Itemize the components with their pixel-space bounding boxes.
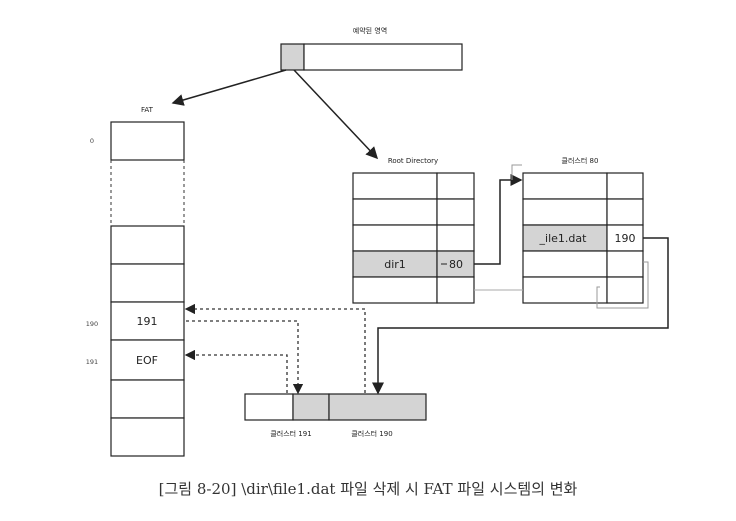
root-row-3-name <box>352 224 438 252</box>
c80-row-5-cluster <box>606 276 644 304</box>
fat-diagram: 예약된 영역 FAT 0 190 191 191 EOF Root Direct… <box>86 26 669 457</box>
data-cluster-191 <box>292 393 330 421</box>
c80-row-file-cluster <box>606 224 644 252</box>
fat-index-191: 191 <box>86 358 98 366</box>
cluster-80-table: 클러스터 80 _ile1.dat 190 <box>522 156 644 304</box>
c80-row-4-name <box>522 250 608 278</box>
root-row-2-cluster <box>436 198 475 226</box>
arrow-to-root-directory <box>293 69 379 160</box>
c80-row-2-cluster <box>606 198 644 226</box>
root-directory-table: Root Directory dir1 80 <box>352 157 475 304</box>
data-cluster-bar: 클러스터 191 클러스터 190 <box>244 393 427 438</box>
cluster-190-label: 클러스터 190 <box>351 429 392 438</box>
fat-label: FAT <box>141 106 154 114</box>
dashed-fat190-to-cluster191 <box>186 320 304 395</box>
reserved-area: 예약된 영역 <box>280 26 463 71</box>
arrow-dir1-to-cluster80 <box>474 174 523 265</box>
fat-value-190: 191 <box>137 315 158 328</box>
c80-row-5-name <box>522 276 608 304</box>
root-row-1-cluster <box>436 172 475 200</box>
reserved-area-boot-cell <box>280 43 305 71</box>
reserved-area-label: 예약된 영역 <box>353 26 387 35</box>
fat-index-190: 190 <box>86 320 98 328</box>
root-row-5-cluster <box>436 276 475 304</box>
data-cluster-empty <box>244 393 294 421</box>
fat-value-191: EOF <box>136 354 158 367</box>
fat-entry-0 <box>110 121 185 161</box>
data-cluster-190 <box>328 393 427 421</box>
fat-table: FAT 0 190 191 191 EOF <box>86 106 185 457</box>
c80-row-2-name <box>522 198 608 226</box>
faint-connector-c <box>596 261 649 309</box>
reserved-area-bar <box>303 43 463 71</box>
dashed-fat190-to-cluster190 <box>184 303 366 393</box>
root-row-5-name <box>352 276 438 304</box>
c80-entry-name: _ile1.dat <box>539 232 588 245</box>
cluster-191-label: 클러스터 191 <box>270 429 311 438</box>
fat-entry-d <box>110 417 185 457</box>
figure-caption: [그림 8-20] \dir\file1.dat 파일 삭제 시 FAT 파일 … <box>158 480 578 498</box>
c80-row-1-name <box>522 172 608 200</box>
dashed-cluster191-to-fat191 <box>184 349 288 393</box>
fat-entry-b <box>110 263 185 303</box>
fat-entry-a <box>110 225 185 265</box>
faint-connector-a <box>511 164 522 180</box>
root-row-1-name <box>352 172 438 200</box>
c80-row-4-cluster <box>606 250 644 278</box>
root-row-2-name <box>352 198 438 226</box>
arrow-to-fat <box>171 69 287 106</box>
root-entry-cluster: 80 <box>449 258 463 271</box>
cluster-80-label: 클러스터 80 <box>562 156 599 165</box>
root-directory-label: Root Directory <box>388 157 438 165</box>
c80-row-1-cluster <box>606 172 644 200</box>
root-entry-name: dir1 <box>384 258 406 271</box>
fat-entry-191 <box>110 339 185 381</box>
c80-entry-cluster: 190 <box>615 232 636 245</box>
root-row-3-cluster <box>436 224 475 252</box>
fat-index-0: 0 <box>90 137 94 145</box>
arrow-file-to-cluster190 <box>372 237 669 395</box>
fat-entry-c <box>110 379 185 419</box>
